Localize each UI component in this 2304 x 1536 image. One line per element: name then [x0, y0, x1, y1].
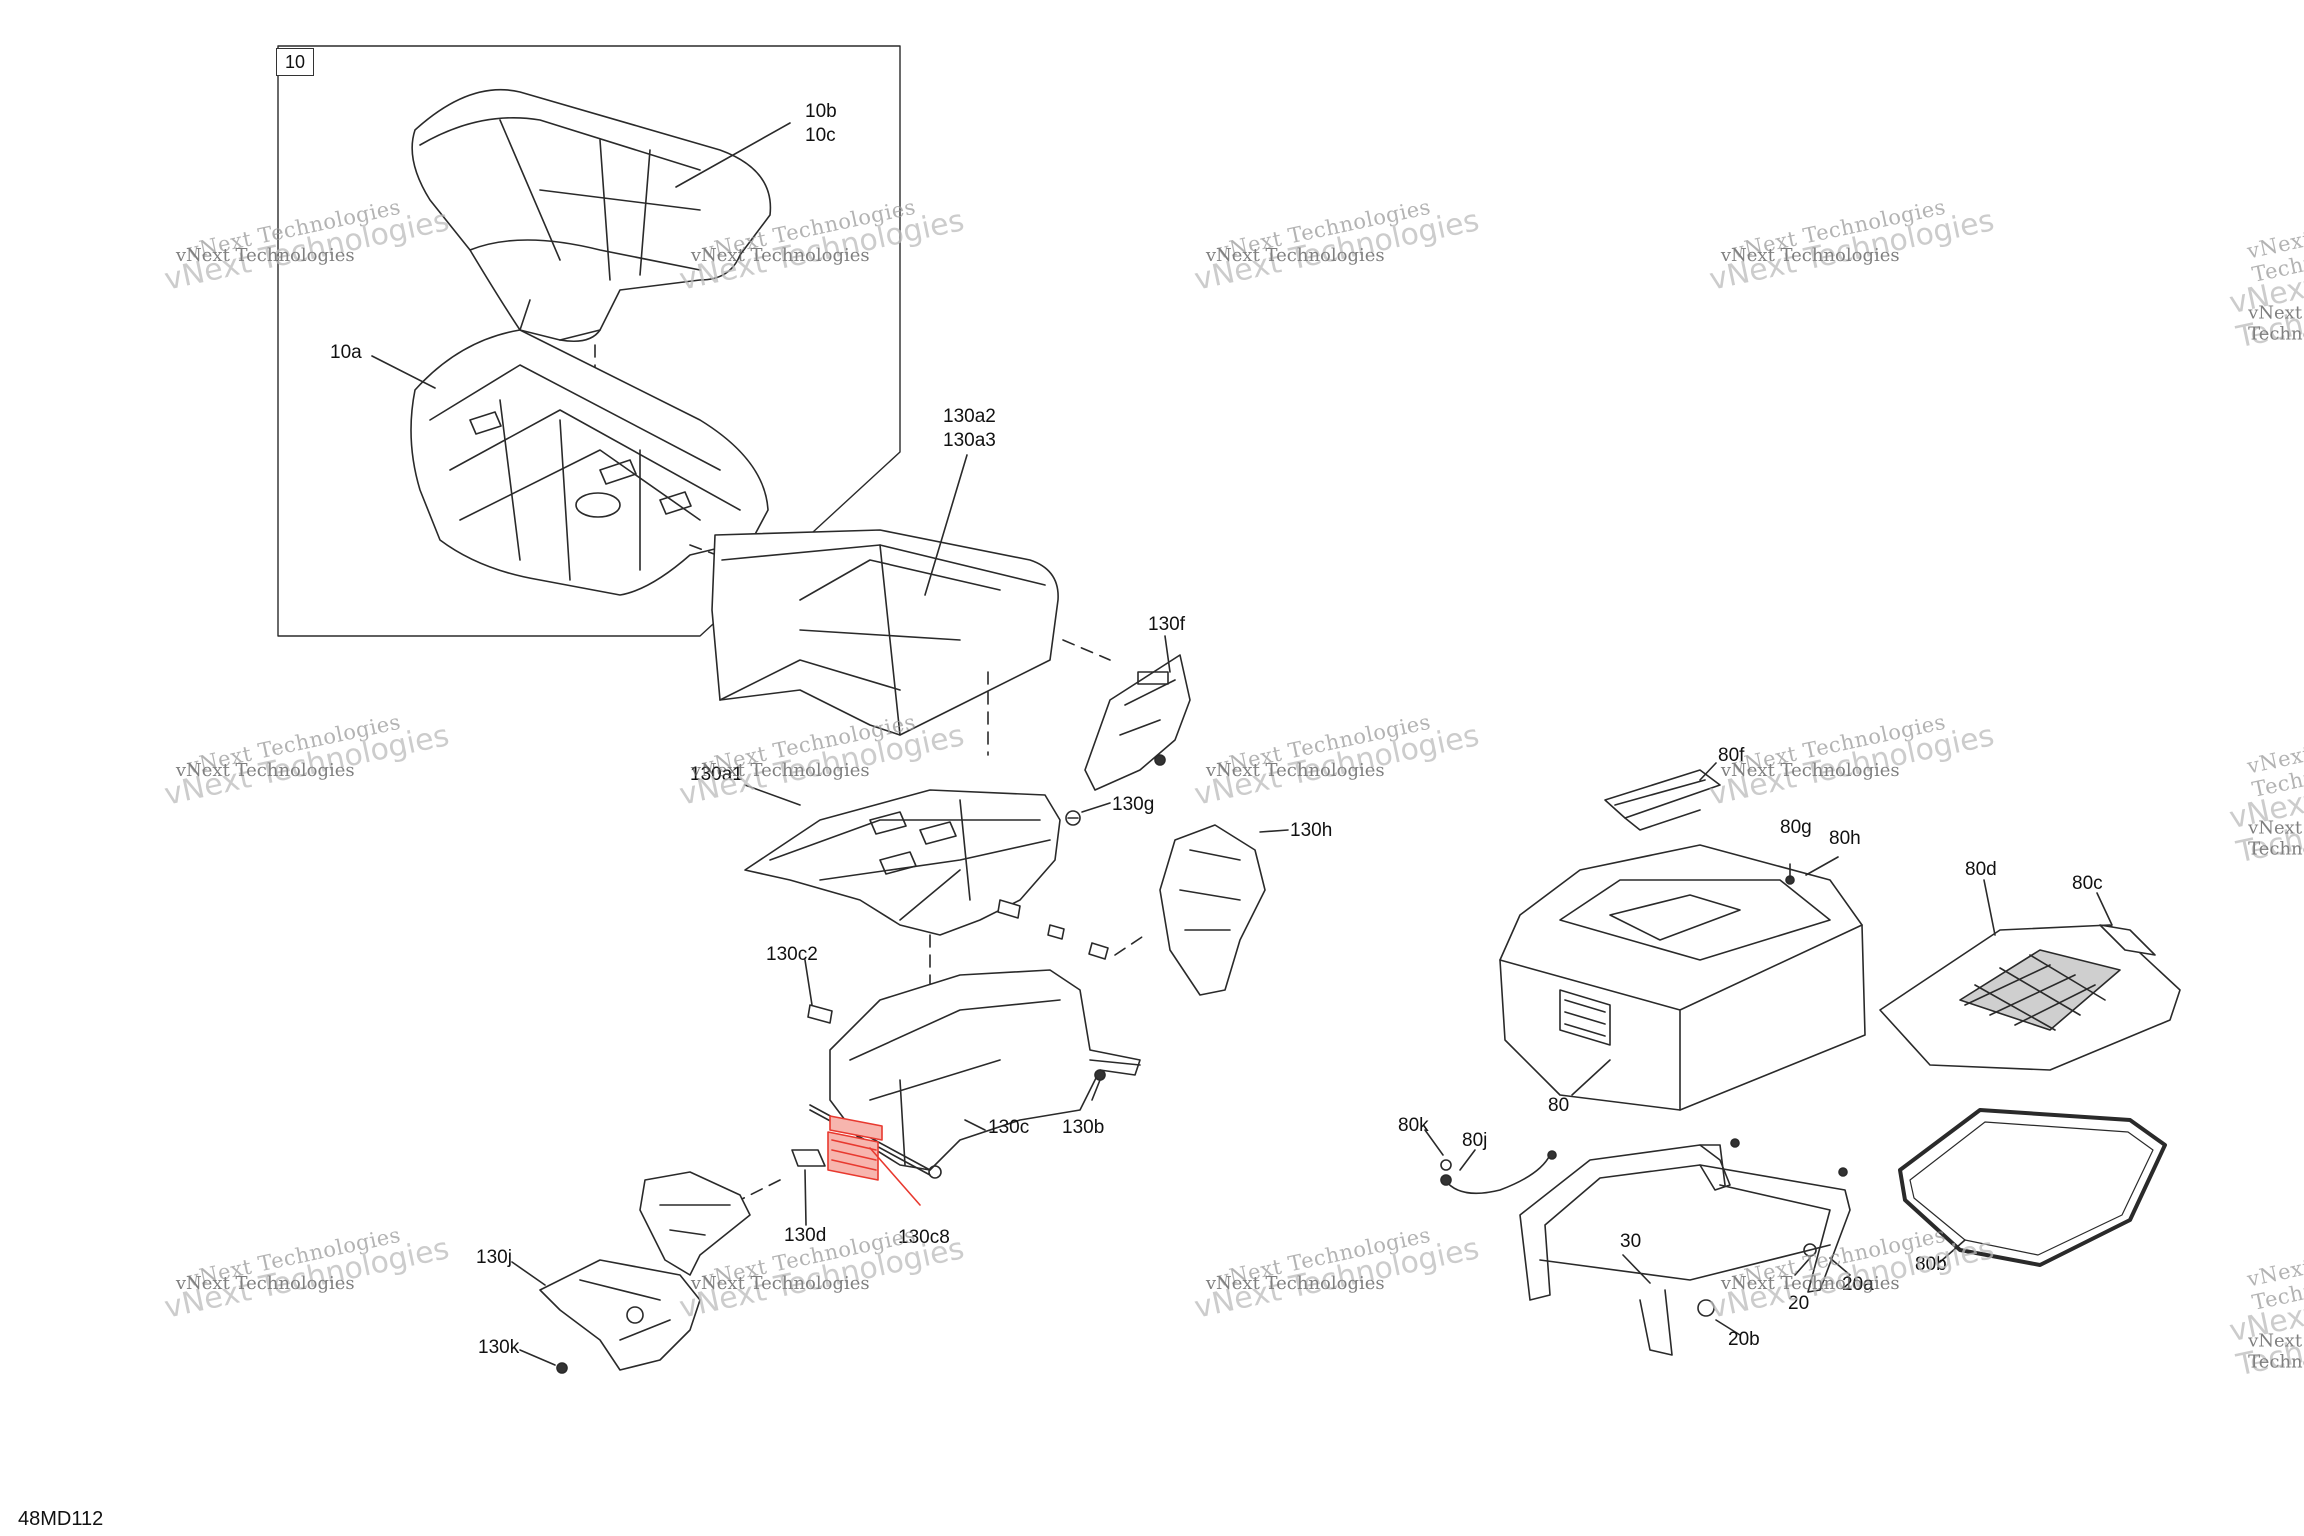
callout-130g[interactable]: 130g [1112, 794, 1155, 815]
lid-80d-part [1879, 924, 2181, 1071]
callout-80b[interactable]: 80b [1915, 1254, 1947, 1275]
callout-20[interactable]: 20 [1788, 1293, 1810, 1314]
callout-80j[interactable]: 80j [1462, 1130, 1488, 1151]
callout-130c2[interactable]: 130c2 [766, 944, 818, 965]
main-seat-part [711, 529, 1059, 736]
side-piece-130h-part [1159, 824, 1266, 996]
callout-130f[interactable]: 130f [1148, 614, 1185, 635]
callout-130h[interactable]: 130h [1290, 820, 1333, 841]
cable-80j-part [1444, 1154, 1551, 1195]
diagram-code: 48MD112 [18, 1508, 104, 1530]
callout-80g[interactable]: 80g [1780, 817, 1812, 838]
callout-30[interactable]: 30 [1620, 1231, 1642, 1252]
bolt-130g-part [1065, 810, 1081, 826]
callout-130d[interactable]: 130d [784, 1225, 827, 1246]
seat-cover-part [411, 88, 772, 343]
plate-130d-part [791, 1149, 826, 1167]
callout-10c[interactable]: 10c [805, 125, 836, 146]
callout-130b[interactable]: 130b [1062, 1117, 1105, 1138]
callout-130a2[interactable]: 130a2 [943, 406, 996, 427]
callout-130c8[interactable]: 130c8 [898, 1227, 950, 1248]
callout-130a1[interactable]: 130a1 [690, 764, 743, 785]
callout-130j[interactable]: 130j [476, 1247, 512, 1268]
callout-10a[interactable]: 10a [330, 342, 362, 363]
callout-20a[interactable]: 20a [1842, 1274, 1874, 1295]
callout-20b[interactable]: 20b [1728, 1329, 1760, 1350]
callout-80h[interactable]: 80h [1829, 828, 1861, 849]
storage-box-80-part [1499, 844, 1866, 1111]
callout-80c[interactable]: 80c [2072, 873, 2103, 894]
inset-label: 10 [276, 48, 315, 76]
frame-20-part [1519, 1144, 1851, 1356]
callout-130a3[interactable]: 130a3 [943, 430, 996, 451]
latch-80c-part [2099, 924, 2156, 956]
callout-80[interactable]: 80 [1548, 1095, 1570, 1116]
seal-80b-part [1898, 1108, 2167, 1267]
screw-130k-part [556, 1362, 568, 1374]
bolt-130c2-part [807, 899, 1109, 1024]
screw-80k-part [1440, 1159, 1452, 1186]
backrest-part [639, 1171, 751, 1276]
seat-frame-130a1-part [744, 789, 1061, 936]
plate-80f-part [1604, 769, 1721, 831]
callout-80d[interactable]: 80d [1965, 859, 1997, 880]
callout-80f[interactable]: 80f [1718, 745, 1745, 766]
callout-80k[interactable]: 80k [1398, 1115, 1429, 1136]
highlighted-part-130c8 [827, 1115, 921, 1206]
callout-130k[interactable]: 130k [478, 1337, 520, 1358]
callout-10b[interactable]: 10b [805, 101, 837, 122]
lower-cover-130j-part [539, 1259, 701, 1371]
seat-base-part [410, 329, 769, 596]
callout-130c[interactable]: 130c [988, 1117, 1030, 1138]
side-cover-130f-part [1084, 654, 1191, 791]
